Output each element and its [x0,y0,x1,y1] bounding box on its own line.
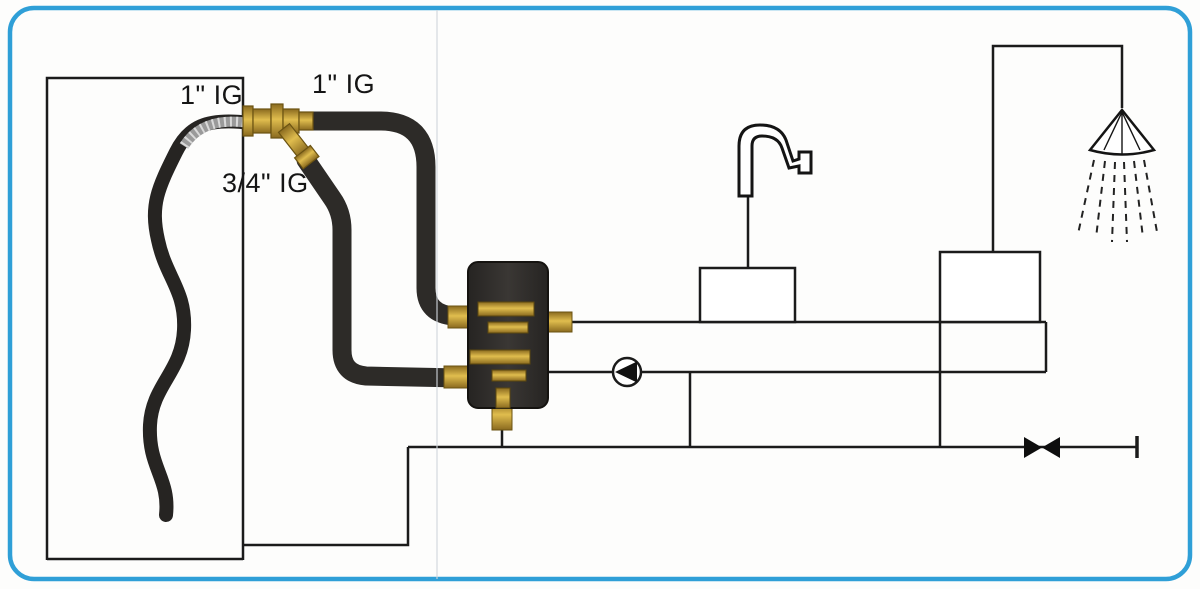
fitting-nut-3 [298,111,314,131]
station-port-left-top [447,305,469,329]
label-fitting-top-left: 1" IG [180,80,243,110]
valve-right-wedge [1042,437,1060,458]
union-1 [477,301,535,317]
circulation-pump [611,356,643,388]
corrugated-flex-hose [142,114,257,522]
station-port-left-bottom [443,365,469,389]
station-insulation-shell [467,261,549,409]
storage-tank [45,76,245,561]
insulated-pipe-flow [302,111,482,326]
label-fitting-branch: 3/4" IG [222,168,309,198]
tank-outline [45,76,245,560]
fitting-flange [242,105,254,137]
brass-y-fitting [242,103,320,170]
hose-insulation [142,114,257,522]
insulated-pipes [296,111,482,388]
union-5 [495,387,511,409]
shower-head [1077,107,1158,243]
tap-unit-box [698,266,797,324]
shower-fan-lines [1103,111,1141,155]
thin-pipework [243,320,1139,547]
shut-off-valve [1024,437,1060,458]
label-fitting-top-right: 1" IG [312,69,375,99]
branch-nut [293,144,320,170]
shower-unit-box [938,250,1042,324]
valve-left-wedge [1024,437,1042,458]
union-4 [491,369,527,382]
page-border [7,5,1193,582]
faucet [737,123,813,198]
insulated-pipe-return [296,150,470,388]
hose-braid [179,116,251,149]
shower-spray [1077,159,1158,243]
cold-feed-to-tank [243,447,410,547]
fitting-nut-1 [252,108,272,134]
pump-station [443,261,573,431]
station-front-unions [469,301,535,409]
pump-direction-triangle [615,361,637,383]
fitting-branch [277,122,320,170]
shower-riser [991,44,1124,252]
union-2 [487,321,529,334]
union-3 [469,349,531,365]
